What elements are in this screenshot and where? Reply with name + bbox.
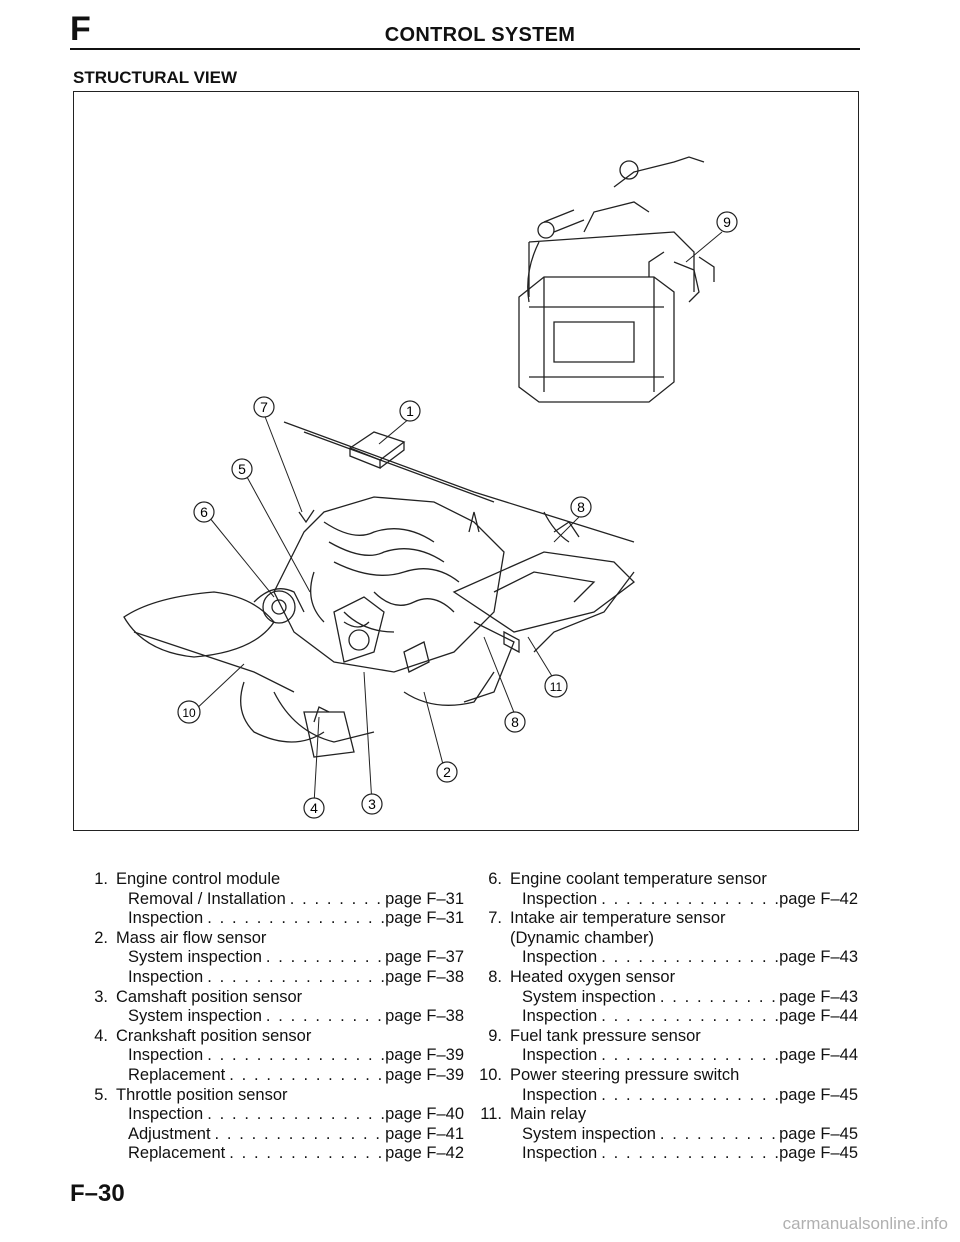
list-subitem: Inspectionpage F–45 [466,1086,858,1106]
list-item: 2.Mass air flow sensor [94,928,267,947]
callout-3: 3 [361,793,383,815]
watermark[interactable]: carmanualsonline.info [782,1214,948,1233]
svg-text:4: 4 [310,800,318,816]
leader-lines [192,231,723,805]
callout-2: 2 [436,761,458,783]
svg-text:7: 7 [260,399,268,415]
list-subitem: System inspectionpage F–45 [466,1125,858,1145]
list-subitem: Inspectionpage F–31 [72,909,464,929]
parts-list-right: 6.Engine coolant temperature sensor Insp… [466,870,858,1164]
firewall-line [283,421,635,543]
fender-drawing [123,591,275,658]
list-item: 10.Power steering pressure switch [479,1065,740,1084]
svg-text:8: 8 [577,499,585,515]
list-item: 9.Fuel tank pressure sensor [488,1026,701,1045]
callout-5: 5 [231,458,253,480]
svg-text:1: 1 [406,403,414,419]
svg-text:5: 5 [238,461,246,477]
list-subitem: Inspectionpage F–38 [72,968,464,988]
structural-view-figure: 7 1 5 6 8 9 10 11 8 2 3 4 [73,91,859,831]
canister-assembly-drawing [518,156,715,403]
list-subitem: Inspectionpage F–39 [72,1046,464,1066]
list-item: 11.Main relay [480,1105,587,1124]
list-item: 6.Engine coolant temperature sensor [488,870,767,888]
svg-text:8: 8 [511,714,519,730]
list-item: 5.Throttle position sensor [94,1085,288,1104]
list-item-continuation: (Dynamic chamber) [510,928,654,947]
list-subitem: Adjustmentpage F–41 [72,1125,464,1145]
page-number: F–30 [70,1180,125,1207]
svg-text:11: 11 [550,680,563,694]
list-item: 8.Heated oxygen sensor [488,967,676,986]
callouts: 7 1 5 6 8 9 10 11 8 2 3 4 [177,211,738,819]
callout-11: 11 [544,674,568,698]
list-subitem: Inspectionpage F–42 [466,890,858,910]
list-subitem: Replacementpage F–39 [72,1066,464,1086]
right-body-drawing [452,551,635,633]
callout-10: 10 [177,700,201,724]
parts-list-left: 1.Engine control module Removal / Instal… [72,870,464,1164]
callout-9: 9 [716,211,738,233]
page-title: CONTROL SYSTEM [384,24,576,46]
callout-1: 1 [399,400,421,422]
intake-drawing [333,596,385,663]
list-item: 1.Engine control module [94,870,281,888]
list-subitem: System inspectionpage F–43 [466,988,858,1008]
list-subitem: System inspectionpage F–37 [72,948,464,968]
svg-text:3: 3 [368,796,376,812]
svg-text:9: 9 [723,214,731,230]
section-letter: F [70,10,91,48]
list-item: 3.Camshaft position sensor [94,987,303,1006]
section-title: STRUCTURAL VIEW [73,68,238,87]
callout-7: 7 [253,396,275,418]
list-subitem: Removal / Installationpage F–31 [72,890,464,910]
callout-8b: 8 [504,711,526,733]
list-subitem: Replacementpage F–42 [72,1144,464,1164]
list-subitem: Inspectionpage F–40 [72,1105,464,1125]
svg-text:6: 6 [200,504,208,520]
callout-8a: 8 [570,496,592,518]
svg-text:2: 2 [443,764,451,780]
list-subitem: System inspectionpage F–38 [72,1007,464,1027]
header-rule [70,48,860,50]
list-subitem: Inspectionpage F–45 [466,1144,858,1164]
list-subitem: Inspectionpage F–44 [466,1007,858,1027]
callout-6: 6 [193,501,215,523]
list-item: 4.Crankshaft position sensor [94,1026,312,1045]
callout-4: 4 [303,797,325,819]
list-subitem: Inspectionpage F–44 [466,1046,858,1066]
engine-diagram: 7 1 5 6 8 9 10 11 8 2 3 4 [123,156,738,819]
svg-text:10: 10 [182,706,196,720]
engine-block-drawing [253,496,505,673]
list-subitem: Inspectionpage F–43 [466,948,858,968]
list-item: 7.Intake air temperature sensor [488,909,726,928]
